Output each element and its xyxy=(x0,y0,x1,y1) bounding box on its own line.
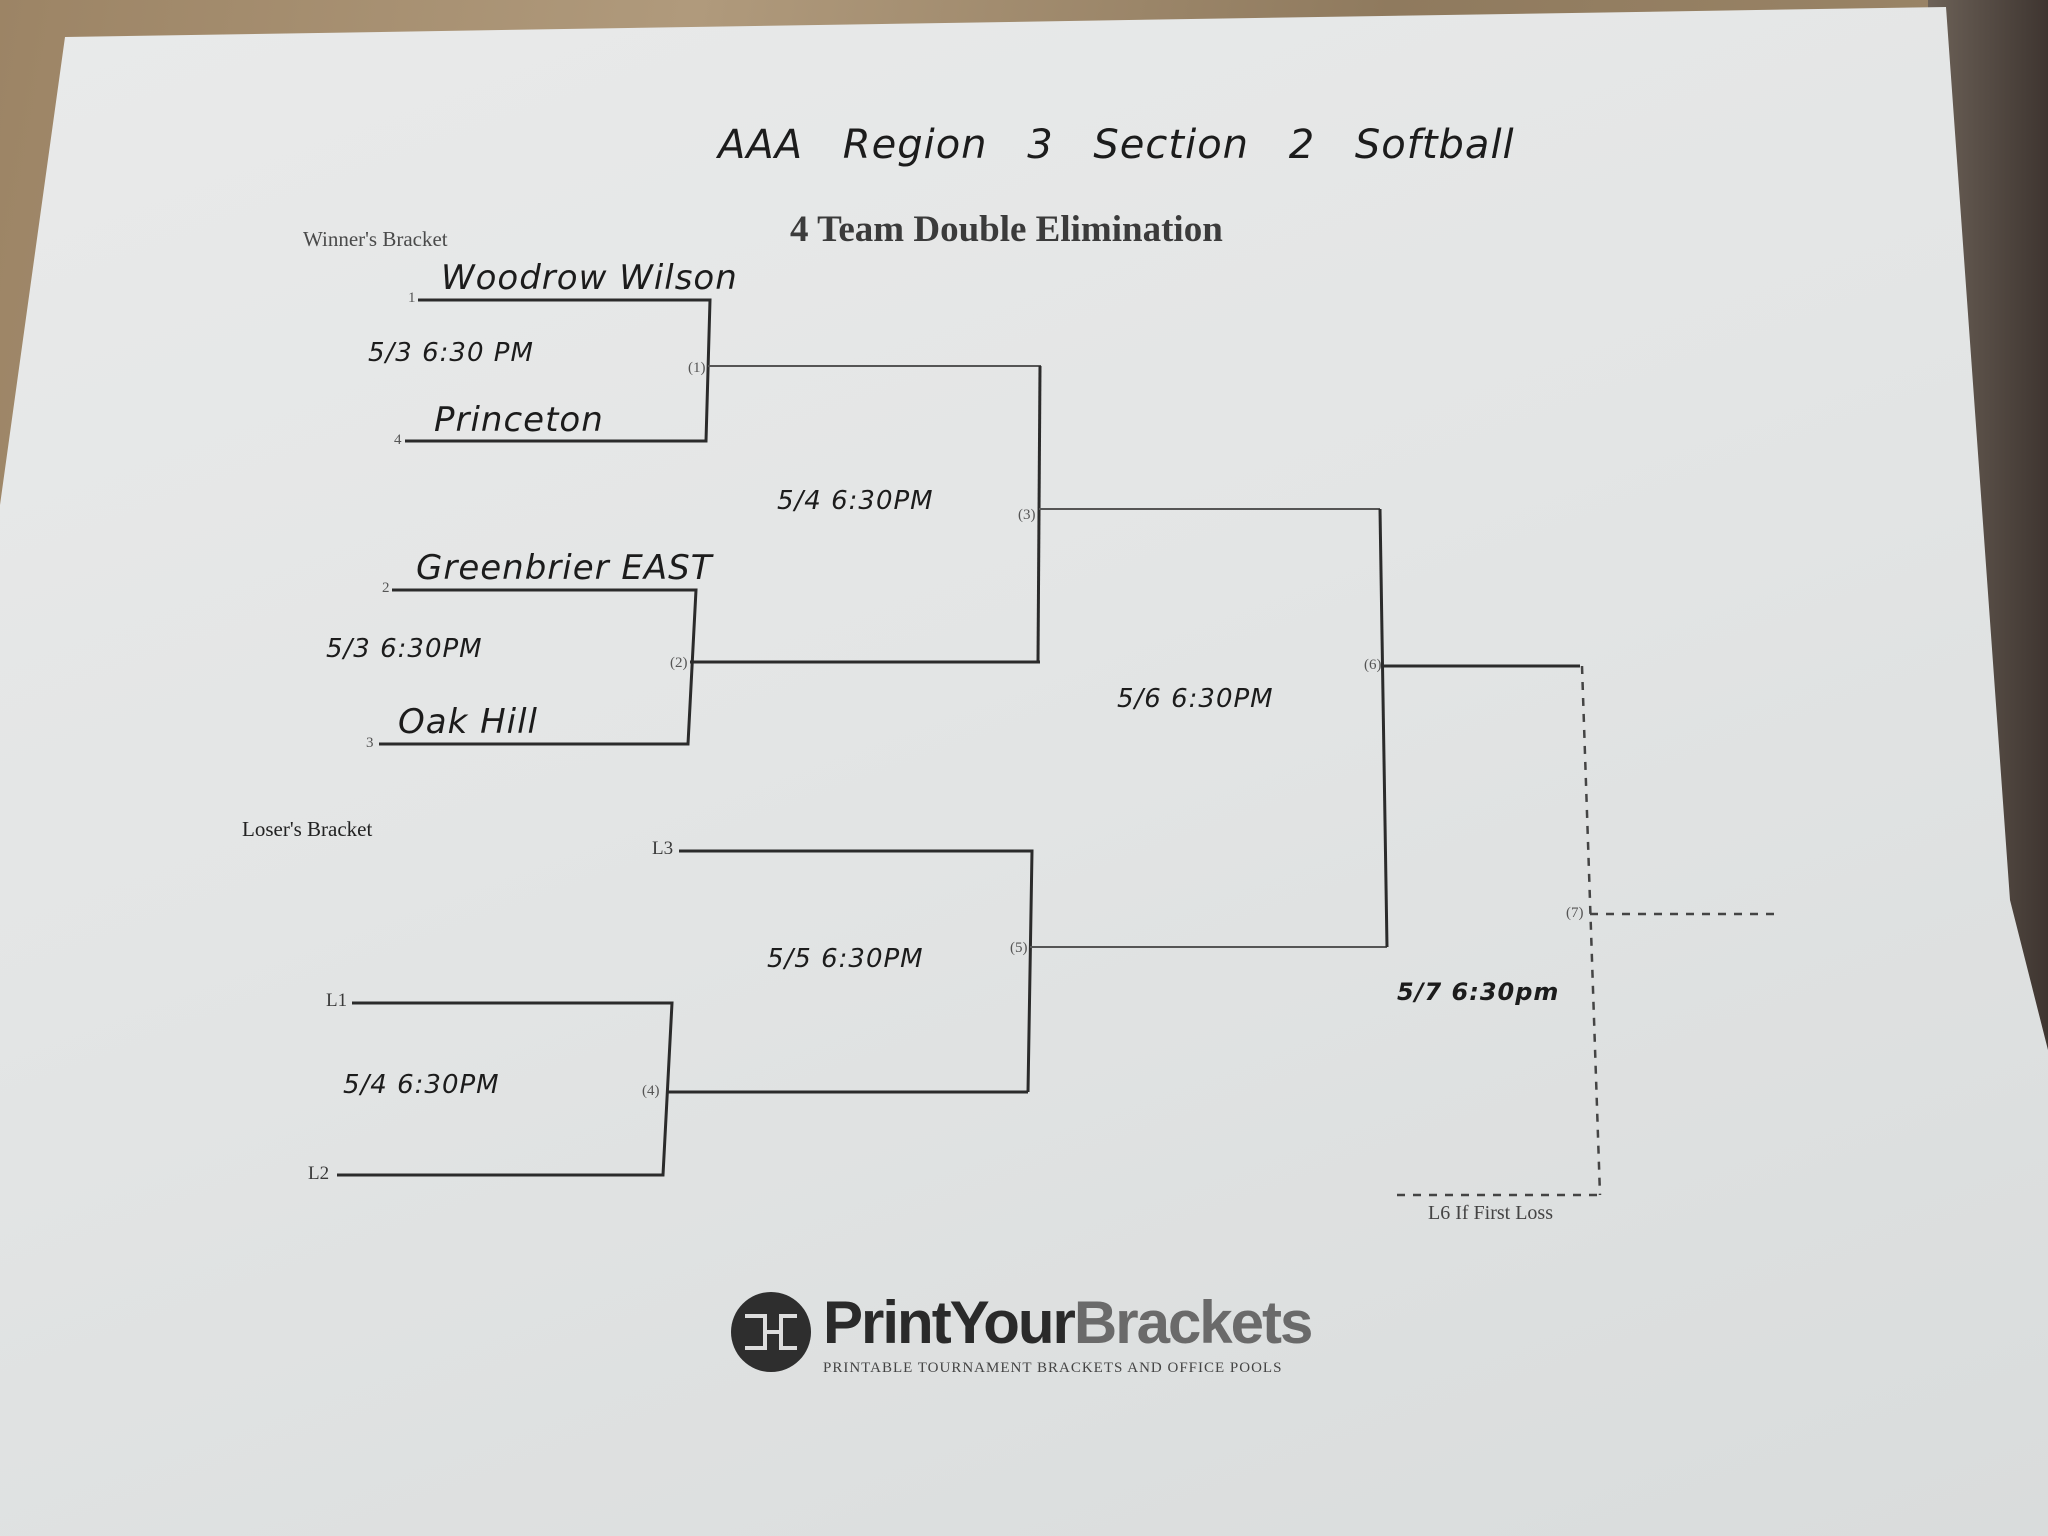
game-number-label: (6) xyxy=(1364,657,1382,673)
winners-bracket-label: Winner's Bracket xyxy=(303,227,448,251)
game1-bracket-line xyxy=(405,298,712,443)
logo-text-brackets: Brackets xyxy=(1073,1289,1314,1356)
seed-label: 4 xyxy=(394,432,402,448)
handwritten-title: AAA Region 3 Section 2 Softball xyxy=(718,122,1515,168)
game-datetime: 5/6 6:30PM xyxy=(1117,684,1274,714)
game-datetime: 5/3 6:30PM xyxy=(326,634,483,664)
seed-label: 2 xyxy=(382,580,390,596)
bracket-logo-icon xyxy=(731,1292,811,1372)
game5-bracket-line xyxy=(679,849,1034,1093)
slot-label: L2 xyxy=(308,1163,330,1184)
seed-label: 3 xyxy=(366,735,374,751)
game-number-label: (5) xyxy=(1010,940,1028,956)
if-necessary-note: L6 If First Loss xyxy=(1428,1202,1553,1224)
game-number-label: (2) xyxy=(670,655,688,671)
game-datetime: 5/4 6:30PM xyxy=(343,1070,500,1100)
game-number-label: (1) xyxy=(688,360,706,376)
game3-bracket-line xyxy=(1036,365,1042,663)
logo-tagline: PRINTABLE TOURNAMENT BRACKETS AND OFFICE… xyxy=(823,1360,1283,1376)
printyourbrackets-logo: PrintYourBrackets PRINTABLE TOURNAMENT B… xyxy=(731,1288,1351,1388)
logo-text-print-your: PrintYour xyxy=(823,1289,1076,1356)
losers-bracket-label: Loser's Bracket xyxy=(242,817,373,841)
team-name: Greenbrier EAST xyxy=(416,548,713,588)
team-name: Woodrow Wilson xyxy=(441,258,738,298)
game-number-label: (7) xyxy=(1566,905,1584,921)
team-name: Princeton xyxy=(434,400,604,440)
game6-bracket-line xyxy=(1378,508,1389,948)
slot-label: L3 xyxy=(652,838,674,859)
game4-bracket-line xyxy=(337,1001,674,1177)
slot-label: L1 xyxy=(326,990,348,1011)
team-name: Oak Hill xyxy=(398,702,538,742)
game-datetime: 5/5 6:30PM xyxy=(767,944,924,974)
bracket-title: 4 Team Double Elimination xyxy=(790,209,1223,250)
game-datetime: 5/3 6:30 PM xyxy=(368,338,534,368)
game-number-label: (4) xyxy=(642,1083,660,1099)
game2-bracket-line xyxy=(379,588,698,746)
game-number-label: (3) xyxy=(1018,507,1036,523)
game-datetime: 5/7 6:30pm xyxy=(1397,978,1560,1006)
seed-label: 1 xyxy=(408,290,416,306)
game-datetime: 5/4 6:30PM xyxy=(777,486,934,516)
game7-bracket-line xyxy=(1580,665,1602,1196)
